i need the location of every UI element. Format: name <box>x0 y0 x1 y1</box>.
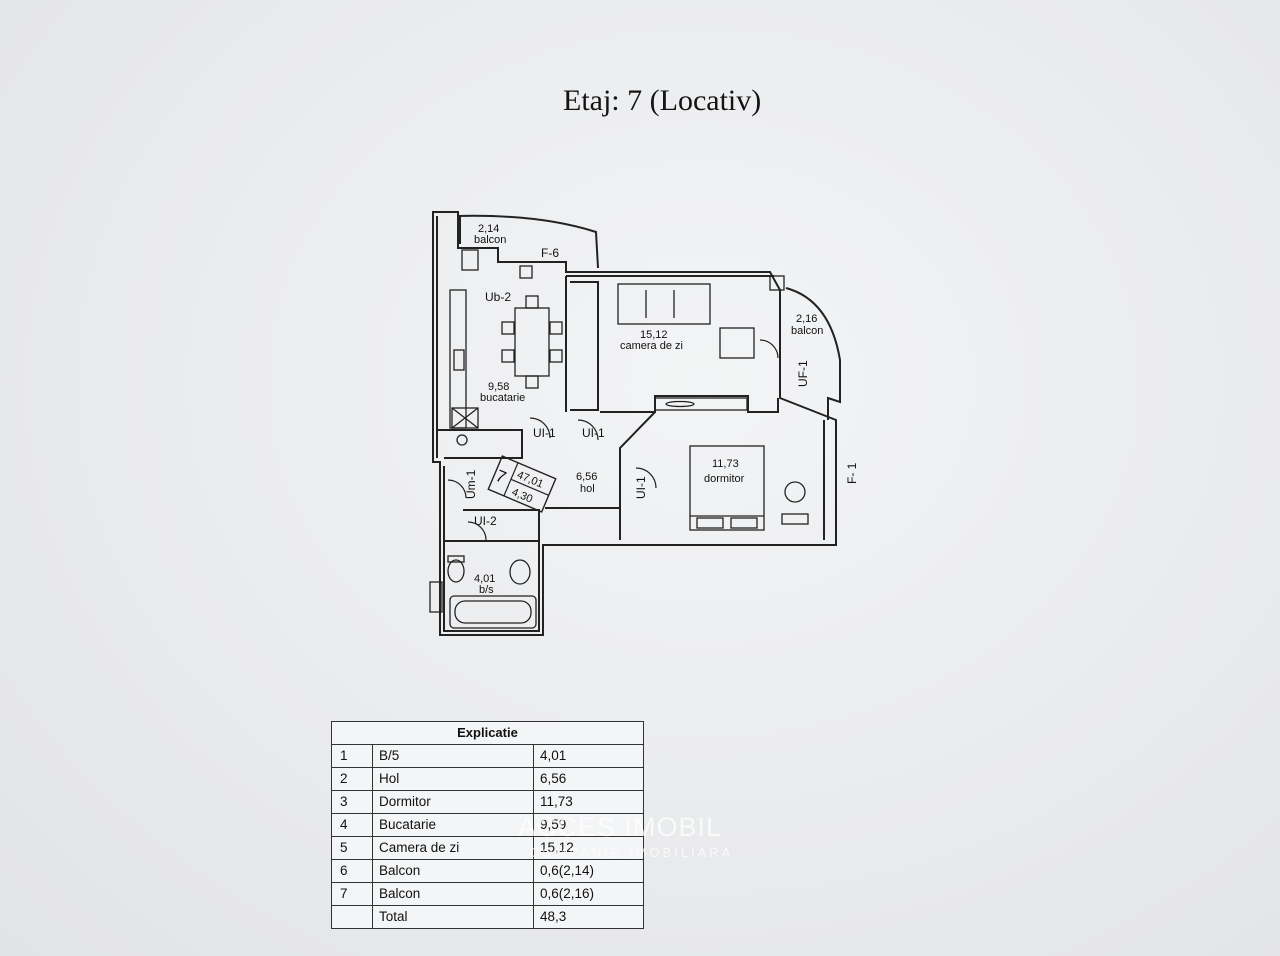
living-name: camera de zi <box>620 340 683 352</box>
living-area: 15,12 <box>640 329 668 341</box>
tag-ui1-living: UI-1 <box>582 426 605 440</box>
sofa <box>617 283 711 325</box>
tag-ui2: UI-2 <box>474 514 497 528</box>
radiator <box>781 513 809 525</box>
wall-kitchen-bottom <box>438 429 523 459</box>
kitchen-sink <box>453 349 465 371</box>
balcony-top-name: balcon <box>474 234 506 246</box>
door-kitchen <box>529 417 551 439</box>
tag-f1: F- 1 <box>845 462 859 484</box>
dining-table <box>514 307 550 377</box>
kitchen-area: 9,58 <box>488 381 509 393</box>
chair <box>549 321 563 335</box>
ventilation-shaft <box>519 265 533 279</box>
door-bedroom <box>635 467 657 489</box>
tv-unit <box>654 397 748 411</box>
bedroom-area: 11,73 <box>712 458 739 470</box>
bathroom-area: 4,01 <box>474 573 495 585</box>
wall-bath-divider <box>463 509 540 545</box>
wall-hall-bedroom <box>619 411 656 540</box>
kitchen-name: bucatarie <box>480 392 525 404</box>
chair <box>549 349 563 363</box>
chair <box>501 321 515 335</box>
bedroom-name: dormitor <box>704 473 745 485</box>
bed <box>689 445 765 531</box>
stove <box>451 407 479 429</box>
balcony-top-outline <box>457 214 599 269</box>
boiler <box>429 581 443 613</box>
door-bath <box>447 479 467 499</box>
tag-ub2: Ub-2 <box>485 290 511 304</box>
hall-area: 6,56 <box>576 471 597 483</box>
wall-living-left-block <box>570 281 599 411</box>
balcony-right-name: balcon <box>791 325 823 337</box>
outer-wall <box>432 211 837 636</box>
tag-f6: F-6 <box>541 246 559 260</box>
stamp-height: 4,30 <box>510 486 534 505</box>
tag-um1: Um-1 <box>464 469 478 499</box>
door-living <box>577 419 599 441</box>
chair <box>525 375 539 389</box>
bathroom-name: b/s <box>479 584 494 596</box>
tag-uf1: UF-1 <box>796 360 810 387</box>
legend-header: Explicatie <box>331 721 644 745</box>
hall-name: hol <box>580 483 595 495</box>
bathtub <box>449 595 537 629</box>
armchair <box>719 327 755 359</box>
balcony-right-area: 2,16 <box>796 313 817 325</box>
washbasin <box>509 559 531 585</box>
outer-wall-inner <box>436 216 774 632</box>
tag-ui1-bedroom: UI-1 <box>634 476 648 499</box>
chair <box>501 349 515 363</box>
heater-pot-icon <box>784 481 806 503</box>
ventilation-shaft <box>461 249 479 271</box>
door-wc <box>467 521 487 541</box>
toilet <box>447 559 465 583</box>
apartment-stamp: 7 47,01 4,30 <box>487 455 557 513</box>
stamp-number: 7 <box>493 466 509 487</box>
chair <box>525 295 539 309</box>
ventilation-shaft <box>769 275 785 291</box>
page-title: Etaj: 7 (Locativ) <box>563 84 762 117</box>
pillow <box>696 517 724 529</box>
balcony-top-area: 2,14 <box>478 223 499 235</box>
tag-ui1-kitchen: UI-1 <box>533 426 556 440</box>
door-balcony-right <box>759 339 779 359</box>
balcony-right-outline <box>785 287 841 420</box>
pillow <box>730 517 758 529</box>
fridge-marker <box>456 434 468 446</box>
